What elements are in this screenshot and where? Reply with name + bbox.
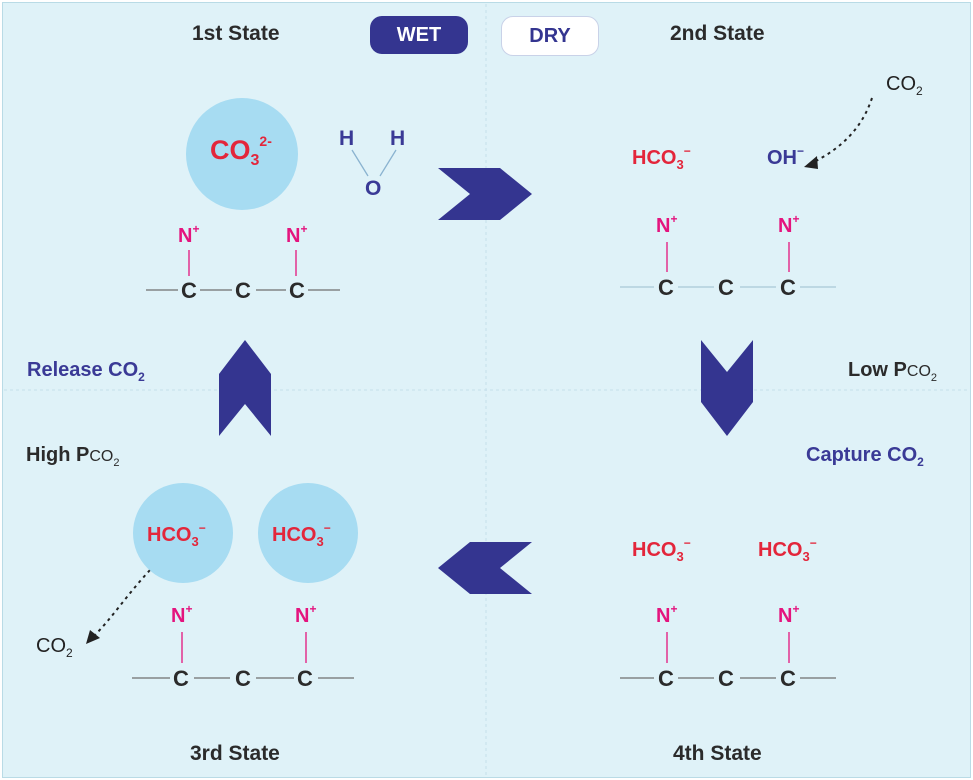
- cation-n-s3-right: N+: [295, 602, 317, 627]
- carbon-s1-3: C: [289, 278, 305, 303]
- carbonate-bubble: [186, 98, 298, 210]
- carbon-s2-1: C: [658, 275, 674, 300]
- carbon-s2-3: C: [780, 275, 796, 300]
- state4-title: 4th State: [673, 742, 762, 765]
- cation-bonds-state2: [666, 242, 790, 272]
- co2-top-right: CO2: [886, 73, 923, 98]
- capture-co2-label: Capture CO2: [806, 444, 924, 469]
- bicarbonate-bubble-right: [258, 483, 358, 583]
- arrow-up-icon: [219, 340, 271, 436]
- carbon-s1-2: C: [235, 278, 251, 303]
- water-o: O: [365, 177, 382, 200]
- co2-bottom-left: CO2: [36, 635, 73, 660]
- bicarbonate-s4-left: HCO3−: [632, 536, 691, 564]
- carbon-s4-3: C: [780, 666, 796, 691]
- dry-label: DRY: [529, 24, 571, 47]
- bicarbonate-s3-left: HCO3−: [147, 521, 206, 549]
- high-pco2-label: High PCO2: [26, 444, 120, 469]
- state3-title: 3rd State: [190, 742, 280, 765]
- cation-n-s1-left: N+: [178, 222, 200, 247]
- co2-release-arrow: [93, 569, 151, 637]
- cation-bonds-state1: [188, 250, 297, 276]
- cation-n-s3-left: N+: [171, 602, 193, 627]
- carbon-s3-1: C: [173, 666, 189, 691]
- carbonate-ion: CO32-: [210, 133, 272, 169]
- carbon-s2-2: C: [718, 275, 734, 300]
- water-bonds: [351, 149, 397, 177]
- arrow-left-icon: [438, 542, 532, 594]
- wet-mode-badge: WET: [370, 16, 468, 54]
- dry-mode-badge: DRY: [501, 16, 599, 56]
- arrow-right-icon: [438, 168, 532, 220]
- state2-title: 2nd State: [670, 22, 765, 45]
- state1-title: 1st State: [192, 22, 280, 45]
- cation-n-s4-left: N+: [656, 602, 678, 627]
- cation-n-s2-right: N+: [778, 212, 800, 237]
- cation-bonds-state4: [666, 632, 790, 663]
- water-h-right: H: [390, 127, 406, 150]
- co2-release-arrowhead-icon: [86, 630, 100, 644]
- carbon-s4-2: C: [718, 666, 734, 691]
- carbon-s1-1: C: [181, 278, 197, 303]
- carbon-s3-2: C: [235, 666, 251, 691]
- cation-bonds-state3: [181, 632, 307, 663]
- bicarbonate-s3-right: HCO3−: [272, 521, 331, 549]
- cation-n-s1-right: N+: [286, 222, 308, 247]
- bicarbonate-bubble-left: [133, 483, 233, 583]
- co2-uptake-arrowhead-icon: [804, 156, 818, 169]
- wet-label: WET: [396, 23, 442, 46]
- arrow-down-icon: [701, 340, 753, 436]
- low-pco2-label: Low PCO2: [848, 359, 938, 384]
- bicarbonate-s4-right: HCO3−: [758, 536, 817, 564]
- cation-n-s4-right: N+: [778, 602, 800, 627]
- co2-uptake-arrow: [811, 97, 873, 164]
- carbon-s4-1: C: [658, 666, 674, 691]
- release-co2-label: Release CO2: [27, 359, 145, 384]
- bicarbonate-s2: HCO3−: [632, 144, 691, 172]
- water-h-left: H: [339, 127, 355, 150]
- carbon-s3-3: C: [297, 666, 313, 691]
- hydroxide-s2: OH−: [767, 144, 805, 169]
- cation-n-s2-left: N+: [656, 212, 678, 237]
